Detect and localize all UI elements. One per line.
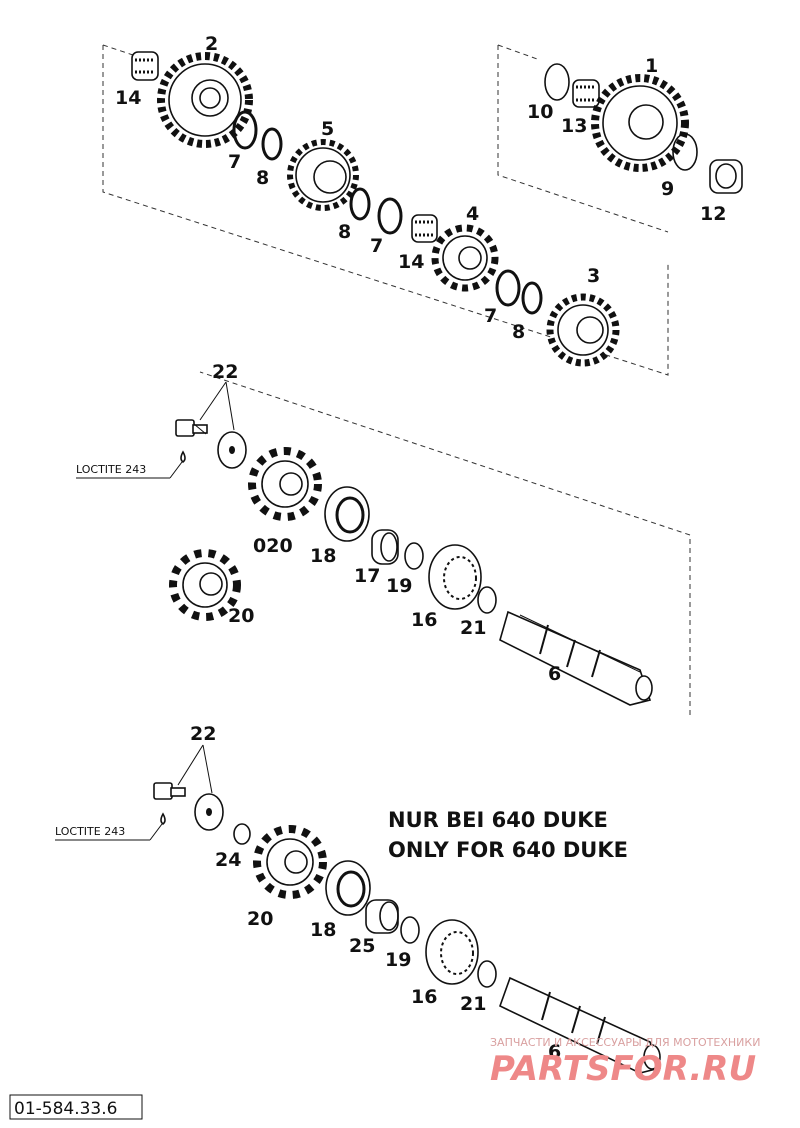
drawing-number-box: 01-584.33.6 xyxy=(9,1094,143,1120)
sprocket-20-lower xyxy=(253,825,327,899)
watermark-brand: PARTSFOR.RU xyxy=(490,1049,756,1089)
gear-2 xyxy=(157,52,253,148)
gear-4 xyxy=(431,224,499,292)
label-2: 2 xyxy=(205,33,218,55)
loctite-label-lower: LOCTITE 243 xyxy=(55,825,125,838)
gear-5 xyxy=(287,139,359,211)
washer-24 xyxy=(233,823,251,845)
seal-18-lower xyxy=(325,860,371,916)
label-9: 9 xyxy=(661,178,674,200)
o-ring-21-upper xyxy=(477,586,497,614)
shaft-6-lower xyxy=(499,976,662,1074)
label-25: 25 xyxy=(349,935,375,957)
label-020: 020 xyxy=(253,535,293,557)
label-16-lower: 16 xyxy=(411,986,437,1008)
circlip-8-b xyxy=(349,187,371,221)
middle-shaft-outline xyxy=(199,371,691,715)
drop-loctite-upper xyxy=(180,450,186,464)
bearing-12 xyxy=(709,159,743,194)
label-8-c: 8 xyxy=(512,321,525,343)
leader-lines xyxy=(55,381,235,841)
label-7-c: 7 xyxy=(484,305,497,327)
drawing-number: 01-584.33.6 xyxy=(14,1099,117,1119)
ball-bearing-16-lower xyxy=(425,919,479,985)
circlip-8-a xyxy=(261,127,283,161)
label-20-upper: 20 xyxy=(228,605,254,627)
part-number-labels: 2 14 7 8 5 8 7 14 4 7 8 3 1 10 13 9 12 2… xyxy=(115,33,726,1063)
ball-bearing-16-upper xyxy=(428,544,482,610)
label-17: 17 xyxy=(354,565,380,587)
label-6-lower: 6 xyxy=(548,1041,561,1063)
label-8-a: 8 xyxy=(256,167,269,189)
label-16-upper: 16 xyxy=(411,609,437,631)
label-4: 4 xyxy=(466,203,479,225)
label-22-upper: 22 xyxy=(212,361,238,383)
seal-18-upper xyxy=(324,486,370,542)
washer-7-b xyxy=(377,197,403,235)
sleeve-17 xyxy=(371,529,399,565)
upper-group-outline xyxy=(102,44,669,376)
washer-7-c xyxy=(495,269,521,307)
gear-3 xyxy=(546,293,620,367)
washer-10 xyxy=(544,63,570,101)
bolt-22-upper xyxy=(175,419,208,437)
needle-bearing-14-middle xyxy=(411,214,438,243)
label-7-a: 7 xyxy=(228,151,241,173)
watermark: ЗАПЧАСТИ И АКСЕССУАРЫ ДЛЯ МОТОТЕХНИКИ PA… xyxy=(490,1036,760,1089)
label-19-upper: 19 xyxy=(386,575,412,597)
label-19-lower: 19 xyxy=(385,949,411,971)
sleeve-25 xyxy=(365,899,399,934)
label-8-b: 8 xyxy=(338,221,351,243)
note-line-2: ONLY FOR 640 DUKE xyxy=(388,838,628,862)
o-ring-19-upper xyxy=(404,542,424,570)
label-20-lower: 20 xyxy=(247,908,273,930)
label-24: 24 xyxy=(215,849,241,871)
washer-9 xyxy=(672,133,698,171)
needle-bearing-14-upper xyxy=(131,51,159,81)
watermark-tagline: ЗАПЧАСТИ И АКСЕССУАРЫ ДЛЯ МОТОТЕХНИКИ xyxy=(490,1036,760,1049)
sprocket-020 xyxy=(248,447,322,521)
label-1: 1 xyxy=(645,55,658,77)
label-10: 10 xyxy=(527,101,553,123)
washer-7-a xyxy=(232,110,258,150)
note-line-1: NUR BEI 640 DUKE xyxy=(388,808,608,832)
label-14-middle: 14 xyxy=(398,251,424,273)
circlip-8-c xyxy=(521,281,543,315)
label-13: 13 xyxy=(561,115,587,137)
needle-bearing-13 xyxy=(572,79,600,108)
label-12: 12 xyxy=(700,203,726,225)
label-21-lower: 21 xyxy=(460,993,486,1015)
label-18-upper: 18 xyxy=(310,545,336,567)
label-22-lower: 22 xyxy=(190,723,216,745)
label-7-b: 7 xyxy=(370,235,383,257)
drop-loctite-lower xyxy=(160,812,166,826)
label-6-upper: 6 xyxy=(548,663,561,685)
label-21-upper: 21 xyxy=(460,617,486,639)
o-ring-19-lower xyxy=(400,916,420,944)
bolt-22-lower xyxy=(153,782,186,800)
label-14-upper: 14 xyxy=(115,87,141,109)
o-ring-21-lower xyxy=(477,960,497,988)
gear-1 xyxy=(591,74,689,172)
loctite-label-upper: LOCTITE 243 xyxy=(76,463,146,476)
washer-22-lower xyxy=(194,793,224,831)
sprocket-20-upper xyxy=(169,549,241,621)
shaft-6-upper xyxy=(499,610,653,706)
label-3: 3 xyxy=(587,265,600,287)
washer-22-upper xyxy=(217,431,247,469)
label-5: 5 xyxy=(321,118,334,140)
label-18-lower: 18 xyxy=(310,919,336,941)
